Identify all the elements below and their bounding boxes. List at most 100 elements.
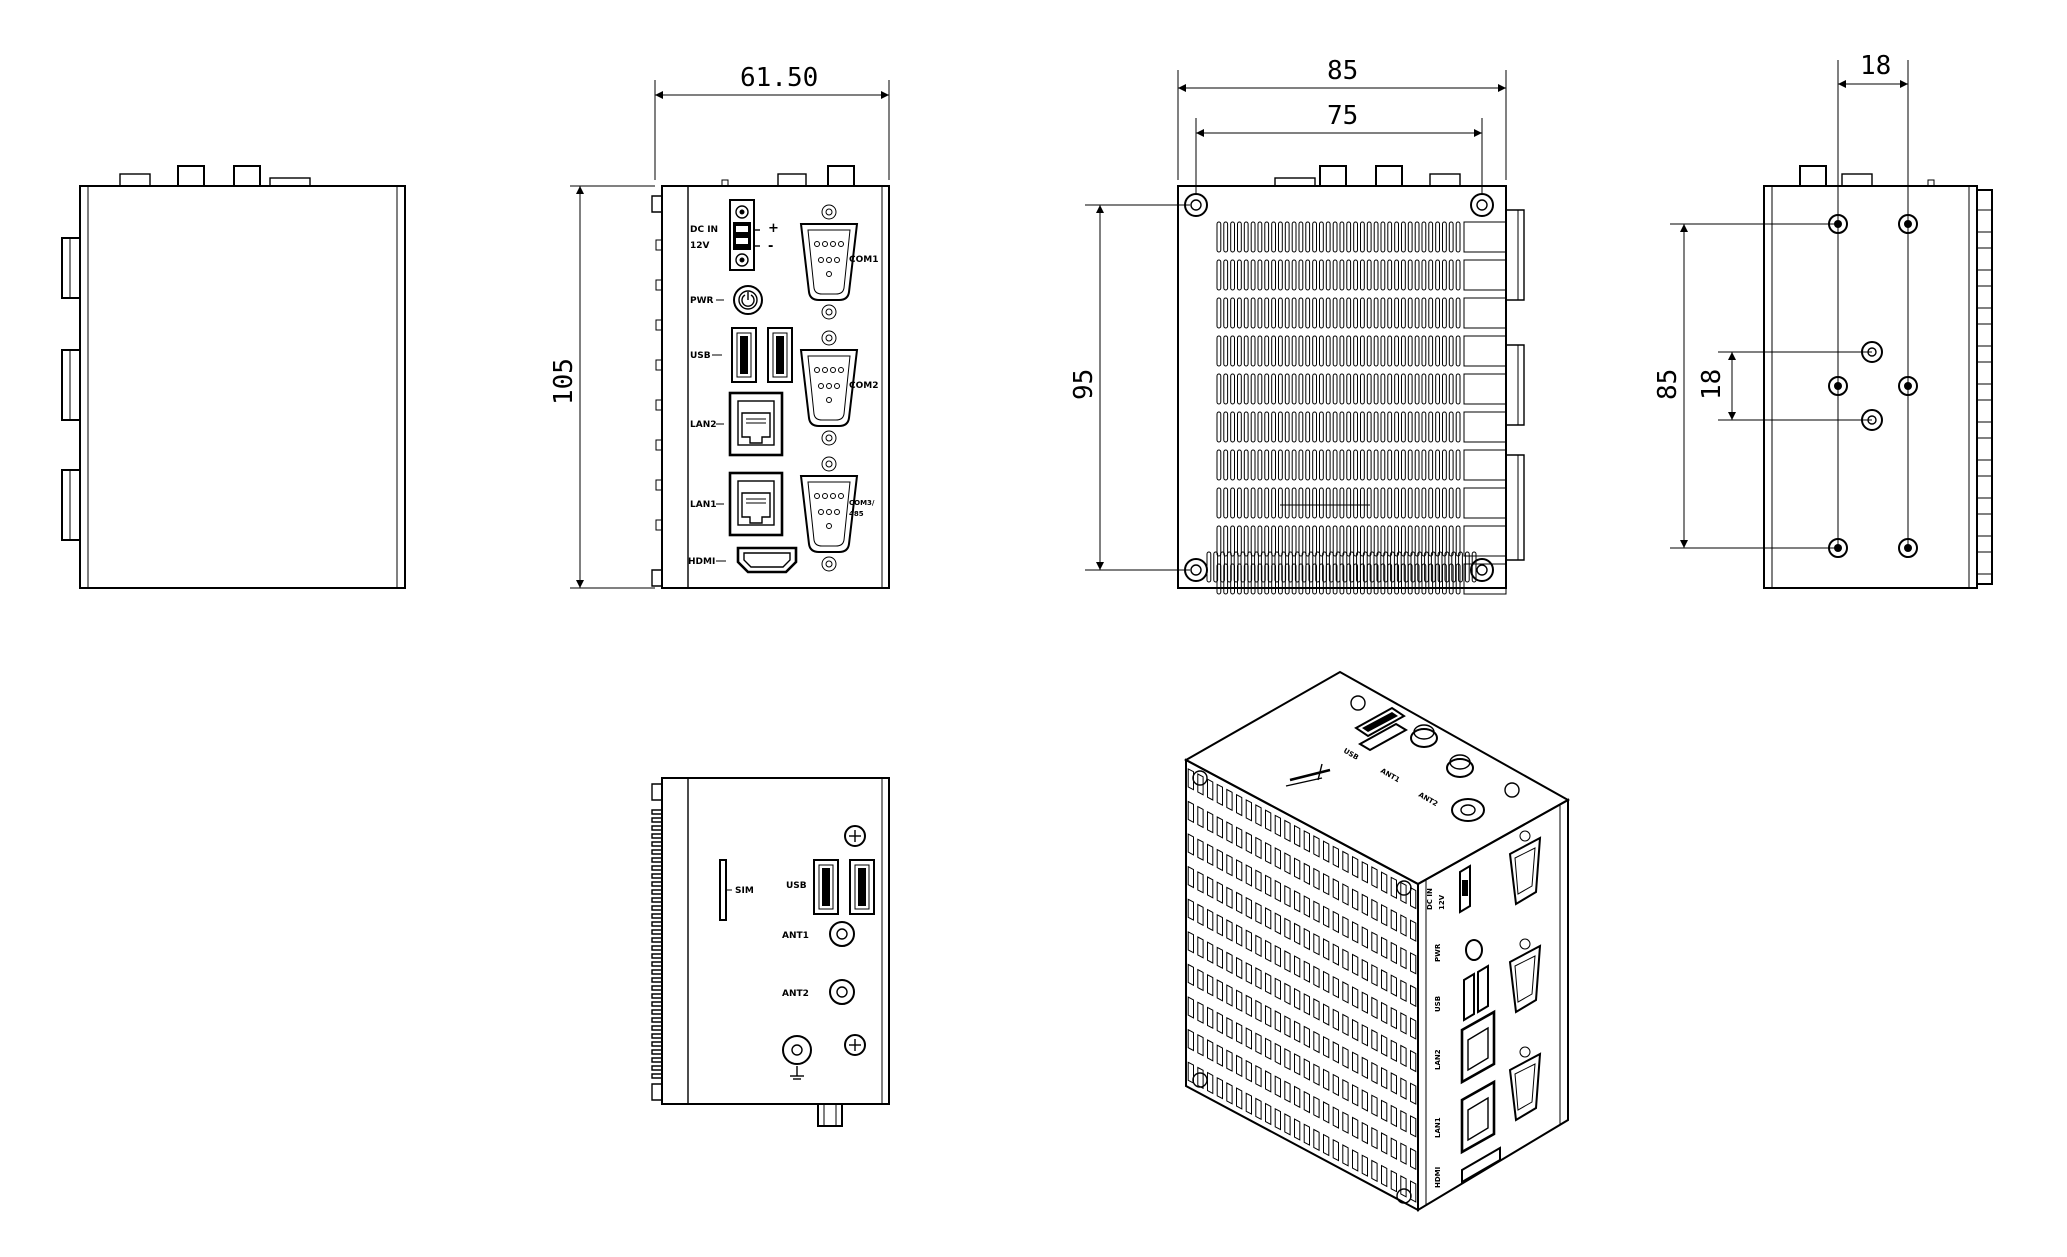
heatsink-fin [1243, 449, 1249, 481]
heatsink-fin [1428, 335, 1434, 367]
iso-fin [1400, 1012, 1407, 1035]
heatsink-fin [1291, 411, 1297, 443]
heatsink-fin [1346, 411, 1352, 443]
iso-fin [1255, 967, 1262, 990]
heatsink-fin [1442, 449, 1447, 481]
heatsink-fin [1250, 259, 1256, 291]
heatsink-fin [1380, 373, 1386, 405]
heatsink-fin [1271, 487, 1276, 519]
heatsink-edge-tab [1463, 487, 1507, 519]
heatsink-fin [1448, 221, 1454, 253]
iso-fin [1352, 1149, 1359, 1172]
iso-fin [1303, 927, 1310, 951]
iso-fin [1255, 999, 1262, 1023]
heatsink-fin [1254, 551, 1259, 583]
iso-fin [1284, 1080, 1291, 1103]
heatsink-fin [1346, 487, 1352, 519]
heatsink-edge-tab [1463, 373, 1507, 405]
heatsink-fin [1332, 259, 1338, 291]
heatsink-fin [1401, 449, 1406, 481]
heatsink-fin [1366, 297, 1372, 329]
heatsink-fin [1325, 525, 1331, 557]
heatsink-fin [1322, 551, 1327, 583]
heatsink-fin [1216, 297, 1222, 329]
front-12v-label: 12V [690, 241, 710, 251]
heatsink-fin [1223, 525, 1229, 557]
heatsink-fin [1298, 259, 1304, 291]
heatsink-fin [1346, 449, 1352, 481]
heatsink-fin [1278, 525, 1283, 557]
dim-side-hole-spacing: 18 [1860, 51, 1891, 81]
iso-fin [1294, 824, 1301, 848]
iso-fin [1381, 903, 1388, 927]
heatsink-fin [1435, 449, 1440, 481]
heatsink-fin [1257, 373, 1263, 405]
iso-fin [1323, 938, 1330, 961]
heatsink-fin [1237, 411, 1242, 443]
iso-fin [1371, 1061, 1378, 1085]
top-fin-comb [651, 809, 663, 1082]
heatsink-fin [1237, 221, 1242, 253]
iso-fin [1265, 1037, 1272, 1061]
heatsink-fin [1421, 297, 1427, 329]
heatsink-fin [1407, 297, 1413, 329]
iso-fin [1226, 821, 1233, 844]
iso-fin [1332, 975, 1339, 999]
heatsink-fin [1448, 373, 1454, 405]
heatsink-fin [1435, 525, 1440, 557]
heatsink-fin [1325, 373, 1331, 405]
iso-fin [1361, 1056, 1368, 1080]
heatsink-fin [1278, 449, 1283, 481]
iso-fin [1352, 888, 1359, 911]
iso-fin [1236, 924, 1243, 947]
heatsink-fin [1339, 297, 1345, 329]
iso-fin [1342, 850, 1349, 874]
iso-fin [1313, 1063, 1320, 1086]
iso-fin [1216, 848, 1223, 872]
heatsink-edge-tab [1463, 449, 1507, 481]
iso-fin [1381, 936, 1388, 960]
heatsink-fin [1216, 487, 1222, 519]
heatsink-fin [1428, 259, 1434, 291]
iso-fin [1313, 933, 1320, 956]
iso-fin [1332, 845, 1339, 869]
right-side-view: 18 85 18 [1653, 51, 1993, 589]
iso-fin [1390, 1039, 1397, 1063]
iso-fin [1342, 915, 1349, 939]
front-usb-label: USB [690, 351, 711, 361]
heatsink-edge-tab [1463, 221, 1507, 253]
iso-fin [1410, 886, 1417, 910]
heatsink-fin [1430, 551, 1436, 583]
heatsink-fin [1401, 259, 1406, 291]
heatsink-fin [1380, 259, 1386, 291]
iso-fin [1255, 1032, 1262, 1055]
heatsink-fin [1298, 525, 1304, 557]
heatsink-fin [1305, 259, 1311, 291]
iso-fin [1284, 1047, 1291, 1071]
heatsink-fin [1373, 449, 1379, 481]
heatsink-fin [1360, 221, 1365, 253]
heatsink-fin [1349, 551, 1355, 583]
iso-fin [1207, 810, 1214, 834]
heatsink-fin [1448, 563, 1454, 595]
iso-fin [1303, 830, 1310, 853]
heatsink-fin [1230, 259, 1235, 291]
iso-heatsink-fins [1187, 768, 1417, 1203]
heatsink-fin [1315, 551, 1321, 583]
iso-fin [1245, 864, 1252, 887]
heatsink-fin [1250, 297, 1256, 329]
iso-fin [1216, 979, 1223, 1002]
heatsink-fin [1387, 487, 1393, 519]
heatsink-fin [1373, 259, 1379, 291]
heatsink-fin [1360, 297, 1365, 329]
iso-fin [1361, 991, 1368, 1014]
heatsink-fin [1435, 335, 1440, 367]
iso-ant2-label: ANT2 [1417, 791, 1439, 808]
heatsink-fin [1278, 411, 1283, 443]
heatsink-fin [1288, 551, 1293, 583]
iso-fin [1236, 1022, 1243, 1045]
heatsink-fin [1373, 373, 1379, 405]
iso-fin [1207, 1071, 1214, 1095]
iso-fin [1207, 1006, 1214, 1030]
iso-fin [1361, 1089, 1368, 1112]
